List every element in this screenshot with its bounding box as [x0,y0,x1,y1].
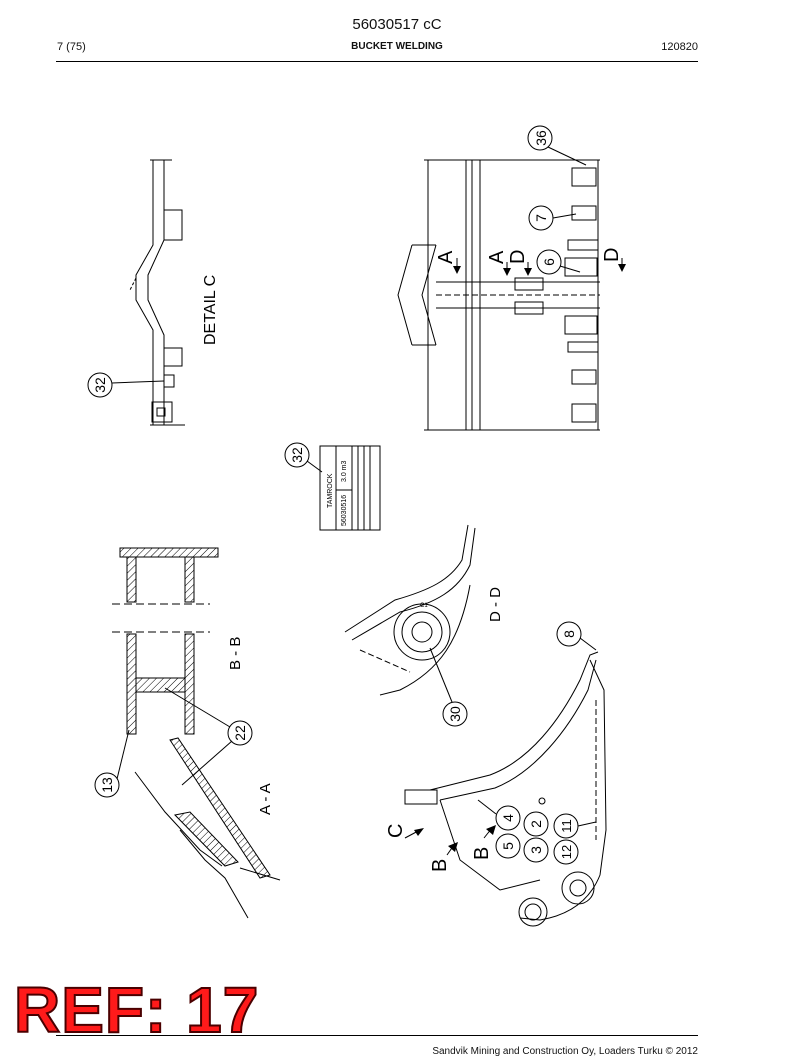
section-bb-label: B - B [227,637,244,670]
name-plate-brand: TAMROCK [327,473,334,508]
section-aa-view [134,737,281,919]
balloon-6: 6 [541,258,557,266]
balloon-2: 2 [528,820,544,828]
section-marker-d-left: D [507,250,529,264]
name-plate-part-number: 56030516 [341,495,348,526]
balloon-22: 22 [232,725,248,741]
balloon-4: 4 [500,814,516,822]
section-marker-d-right: D [601,248,623,262]
section-marker-b-right: B [471,847,493,860]
doc-number: 56030517 cC [352,16,442,33]
section-marker-a-left: A [435,250,457,264]
footer-copyright: Sandvik Mining and Construction Oy, Load… [432,1046,698,1057]
section-marker-b-left: B [429,859,451,872]
balloon-32-plate: 32 [289,447,305,463]
bucket-side-view [404,651,607,927]
doc-date: 120820 [661,41,698,53]
detail-c-label: DETAIL C [202,275,219,345]
balloon-3: 3 [528,846,544,854]
section-marker-c: C [385,824,407,838]
balloon-5: 5 [500,842,516,850]
header-rule [56,61,698,62]
section-dd-view [344,524,476,696]
name-plate-volume: 3.0 m3 [341,460,348,482]
detail-c-view [129,159,185,426]
section-bb-view [112,547,219,735]
balloon-36: 36 [533,130,549,146]
doc-title: BUCKET WELDING [351,41,443,52]
footer-rule [56,1035,698,1036]
balloon-30: 30 [447,706,463,722]
balloon-13: 13 [99,777,115,793]
section-dd-label: D - D [487,587,504,622]
balloon-32-top: 32 [92,377,108,393]
page-count: 7 (75) [57,41,86,53]
bucket-plan-view [397,159,600,431]
ref-stamp: REF: 17 [13,974,260,1046]
name-plate [319,445,381,531]
technical-drawing: DETAIL C A A D D 36 7 [87,125,626,927]
balloon-12: 12 [559,845,574,859]
balloon-8: 8 [561,630,577,638]
section-marker-a-right: A [486,250,508,264]
section-aa-label: A - A [257,783,274,815]
balloon-7: 7 [533,214,549,222]
centre-mark: C1 [420,603,428,609]
balloon-11: 11 [559,819,574,833]
